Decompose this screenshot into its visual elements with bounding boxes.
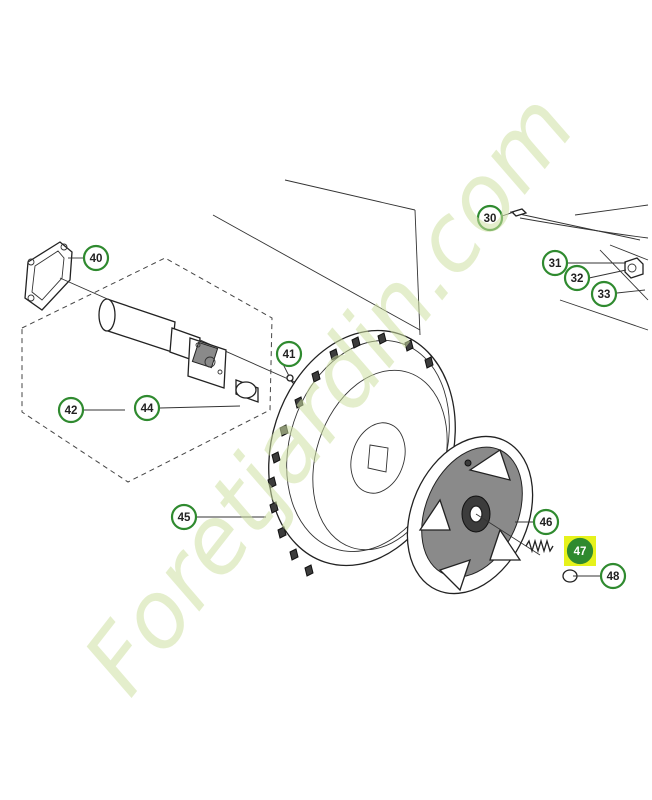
callout-31[interactable]: 31 (541, 249, 569, 277)
callout-40-label: 40 (90, 253, 103, 265)
motor-body (98, 298, 259, 403)
callout-45[interactable]: 45 (170, 503, 198, 531)
callout-32[interactable]: 32 (563, 264, 591, 292)
callout-30-label: 30 (484, 213, 497, 225)
leader-lines (68, 211, 646, 577)
spring-part (525, 538, 554, 554)
callout-31-label: 31 (549, 258, 562, 270)
callout-32-label: 32 (571, 273, 584, 285)
callout-42-label: 42 (65, 405, 78, 417)
callout-41[interactable]: 41 (275, 340, 303, 368)
callout-44-label: 44 (141, 403, 154, 415)
callout-33-label: 33 (598, 289, 611, 301)
callout-45-label: 45 (178, 512, 191, 524)
callout-48[interactable]: 48 (599, 562, 627, 590)
gasket-part (24, 241, 73, 311)
callout-46[interactable]: 46 (532, 508, 560, 536)
callout-48-label: 48 (607, 571, 620, 583)
watermark-text: Foretjardin.com (63, 74, 595, 713)
callout-44[interactable]: 44 (133, 394, 161, 422)
callout-47-label: 47 (574, 546, 587, 558)
callout-40[interactable]: 40 (82, 244, 110, 272)
hubcap-part (406, 435, 541, 595)
assembly-boundary (21, 257, 273, 483)
callout-42[interactable]: 42 (57, 396, 85, 424)
small-hardware (510, 208, 644, 279)
callout-30[interactable]: 30 (476, 204, 504, 232)
chassis-outline (212, 179, 649, 336)
watermark-logo: Foretjardin.com (63, 74, 595, 713)
callout-47-highlighted[interactable]: 47 (564, 536, 596, 566)
callout-33[interactable]: 33 (590, 280, 618, 308)
callout-41-label: 41 (283, 349, 296, 361)
callout-46-label: 46 (540, 517, 553, 529)
screw-part (286, 374, 295, 385)
